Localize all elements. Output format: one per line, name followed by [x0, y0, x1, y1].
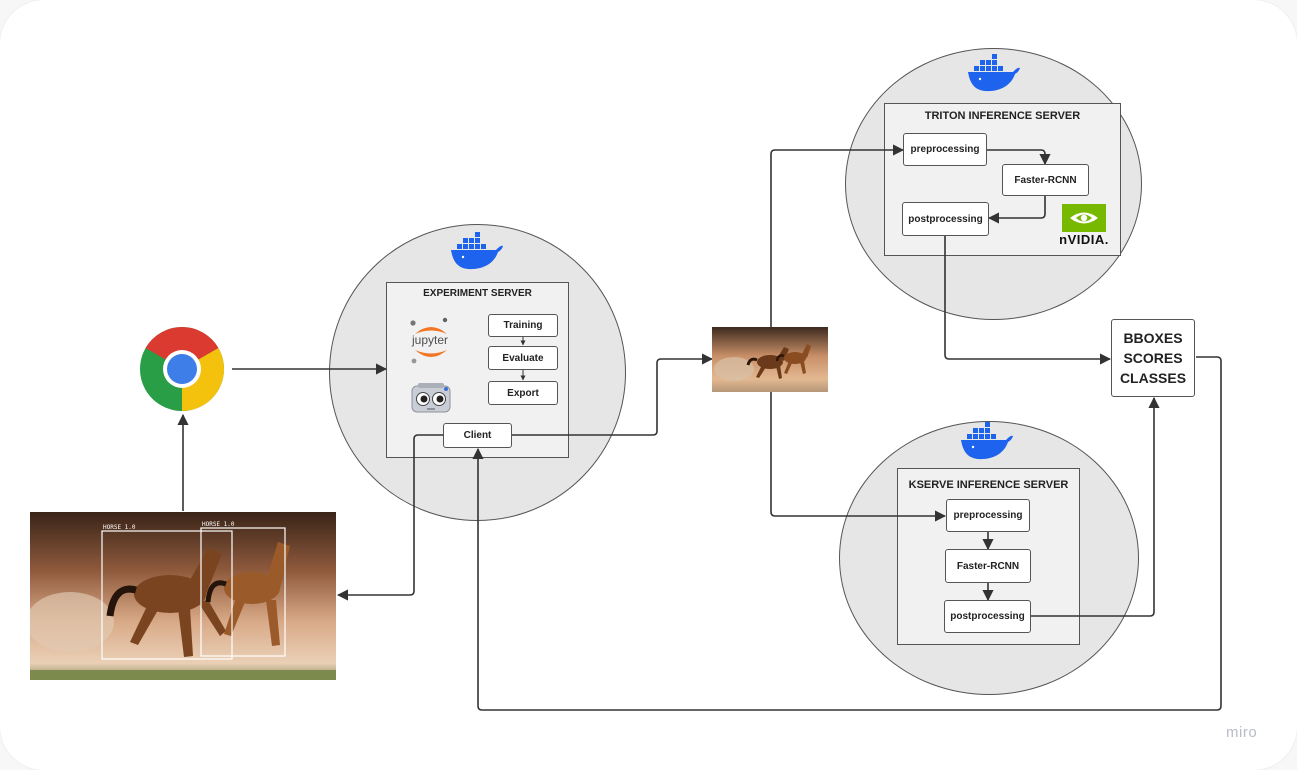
triton-postprocessing-node[interactable]: postprocessing	[902, 202, 989, 236]
client-node[interactable]: Client	[443, 423, 512, 448]
result-scores: SCORES	[1123, 350, 1183, 366]
result-classes: CLASSES	[1119, 370, 1187, 386]
jupyter-icon: jupyter	[405, 316, 455, 366]
arrow-triton-post-to-result	[944, 236, 1112, 365]
detection-label: HORSE 1.0	[103, 524, 136, 531]
horse-photo-input	[712, 327, 828, 392]
evaluate-step[interactable]: Evaluate	[488, 346, 558, 370]
jupyter-wordmark: jupyter	[411, 333, 449, 347]
arrow-client-to-request-image	[511, 353, 714, 436]
detection-label: HORSE 1.0	[202, 521, 235, 528]
detection-box	[101, 530, 233, 660]
result-bboxes: BBOXES	[1123, 330, 1183, 346]
export-step[interactable]: Export	[488, 381, 558, 405]
chrome-icon[interactable]	[138, 325, 226, 413]
triton-model-node[interactable]: Faster-RCNN	[1002, 164, 1089, 196]
detection-box	[200, 527, 286, 657]
miro-watermark: miro	[1226, 724, 1258, 741]
docker-whale-icon	[961, 422, 1013, 460]
arrow-triton-model-to-post	[987, 196, 1046, 224]
docker-whale-icon	[451, 232, 503, 270]
arrow-client-to-output	[336, 434, 444, 601]
kserve-model-node[interactable]: Faster-RCNN	[945, 549, 1031, 583]
docker-whale-icon	[968, 54, 1020, 92]
robot-icon	[411, 383, 451, 413]
horse-photo-output: HORSE 1.0 HORSE 1.0	[30, 512, 336, 680]
arrow-image-to-triton	[770, 144, 905, 327]
nvidia-wordmark: nVIDIA.	[1059, 232, 1109, 247]
arrow-result-to-client	[472, 356, 1222, 711]
kserve-server-title: KSERVE INFERENCE SERVER	[908, 479, 1069, 491]
arrow-triton-pre-to-model	[987, 149, 1051, 166]
arrow-kserve-post-to-result	[1031, 396, 1160, 617]
experiment-server-title: EXPERIMENT SERVER	[423, 288, 532, 299]
result-box[interactable]: BBOXES SCORES CLASSES	[1111, 319, 1195, 397]
nvidia-icon: nVIDIA.	[1055, 204, 1113, 248]
kserve-postprocessing-node[interactable]: postprocessing	[944, 600, 1031, 633]
training-step[interactable]: Training	[488, 314, 558, 337]
triton-server-title: TRITON INFERENCE SERVER	[924, 110, 1081, 122]
arrow-image-to-kserve	[770, 392, 947, 522]
triton-preprocessing-node[interactable]: preprocessing	[903, 133, 987, 166]
kserve-preprocessing-node[interactable]: preprocessing	[946, 499, 1030, 532]
